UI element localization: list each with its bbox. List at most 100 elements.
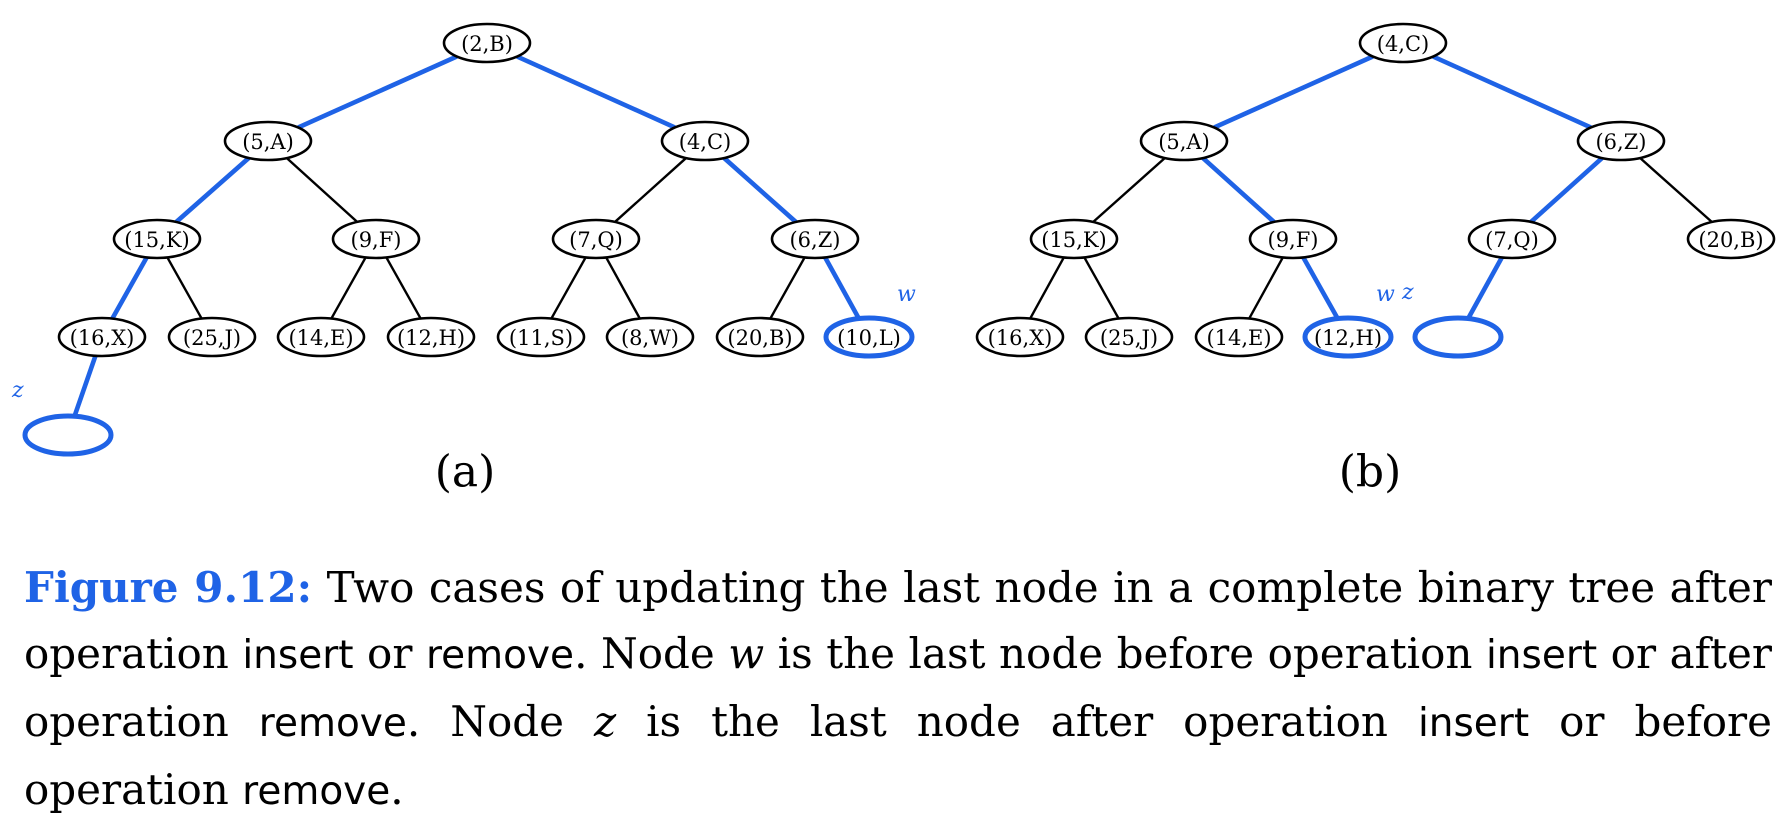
node-ellipse <box>442 22 532 64</box>
tree-node: (7,Q) <box>1467 218 1557 260</box>
node-ellipse <box>276 316 366 358</box>
node-ellipse <box>660 120 750 162</box>
node-label: (12,H) <box>397 326 465 350</box>
tree-node: (16,X) <box>57 316 147 358</box>
tree-node: z <box>11 378 114 457</box>
node-label: (6,Z) <box>1595 130 1646 154</box>
node-ellipse <box>1302 315 1394 359</box>
node-label: (4,C) <box>679 130 732 154</box>
figure-number: Figure 9.12: <box>24 563 313 612</box>
node-label: (4,C) <box>1377 32 1430 56</box>
edge-a3-a8 <box>166 256 203 320</box>
tree-node: (4,C) <box>660 120 750 162</box>
tree-node: (9,F) <box>331 218 421 260</box>
node-marker-w: w <box>1376 282 1395 307</box>
tree-node: (15,K) <box>1029 218 1119 260</box>
node-label: (20,B) <box>1698 228 1763 252</box>
tree-node: (10,L)w <box>823 282 916 359</box>
tree-node: (11,S) <box>496 316 586 358</box>
edge-a5-a12 <box>605 256 641 320</box>
tree-node: (7,Q) <box>551 218 641 260</box>
edge-a7-a15 <box>72 355 98 417</box>
edge-a0-a1 <box>297 54 458 130</box>
edge-b3-b7 <box>1029 256 1065 320</box>
edge-a4-a9 <box>330 256 367 320</box>
node-ellipse <box>112 218 202 260</box>
node-marker-z: z <box>1401 280 1414 305</box>
tree-node: (6,Z) <box>1576 120 1666 162</box>
edge-b1-b4 <box>1201 156 1276 224</box>
edge-b0-b2 <box>1432 54 1592 130</box>
tree-node: (14,E) <box>276 316 366 358</box>
tree-node: (14,E) <box>1194 316 1284 358</box>
node-label: (5,A) <box>242 130 294 154</box>
edge-b2-b6 <box>1639 157 1713 223</box>
edge-a0-a2 <box>516 54 676 130</box>
node-label: (2,B) <box>461 32 513 56</box>
node-ellipse <box>1139 120 1229 162</box>
node-ellipse <box>1029 218 1119 260</box>
node-label: (9,F) <box>1268 228 1319 252</box>
node-label: (7,Q) <box>1485 228 1539 252</box>
tree-node: (5,A) <box>223 120 313 162</box>
node-ellipse <box>167 316 257 358</box>
node-ellipse <box>57 316 147 358</box>
node-label: (12,H) <box>1314 326 1382 350</box>
node-ellipse <box>1576 120 1666 162</box>
node-ellipse <box>605 316 695 358</box>
tree-node: (9,F) <box>1248 218 1338 260</box>
edge-a4-a10 <box>385 256 422 320</box>
node-ellipse <box>386 316 476 358</box>
edge-a6-a13 <box>769 256 806 320</box>
node-ellipse <box>1084 316 1174 358</box>
node-ellipse <box>823 315 915 359</box>
node-label: (15,K) <box>1041 228 1106 252</box>
node-ellipse <box>1467 218 1557 260</box>
edge-a6-a14 <box>823 256 861 320</box>
tree-a: (2,B) (5,A) (4,C) (15,K) (9,F) (7,Q) (6,Z) (16,… <box>11 22 916 457</box>
node-label: (10,L) <box>837 326 901 350</box>
node-ellipse <box>331 218 421 260</box>
edge-b1-b3 <box>1092 157 1166 223</box>
edge-a2-a5 <box>614 157 687 223</box>
edge-b2-b5 <box>1529 156 1604 224</box>
caption-var-z: z <box>593 697 617 746</box>
tree-node: (16,X) <box>975 316 1065 358</box>
node-ellipse <box>496 316 586 358</box>
tree-node: (12,H) <box>386 316 476 358</box>
node-label: (16,X) <box>988 326 1053 350</box>
node-ellipse <box>715 316 805 358</box>
node-label: (9,F) <box>351 228 402 252</box>
node-label: (5,A) <box>1158 130 1210 154</box>
node-label: (7,Q) <box>569 228 623 252</box>
edge-a5-a11 <box>550 256 587 320</box>
edge-b5-b11 <box>1466 256 1504 320</box>
node-ellipse <box>551 218 641 260</box>
tree-node: (20,B) <box>1686 218 1776 260</box>
node-ellipse <box>770 218 860 260</box>
edge-a1-a3 <box>174 156 251 224</box>
tree-node: (12,H) w <box>1302 282 1395 359</box>
edge-a2-a6 <box>722 156 798 224</box>
tree-node: (2,B) <box>442 22 532 64</box>
node-ellipse <box>22 413 114 457</box>
tree-node: (4,C) <box>1358 22 1448 64</box>
node-ellipse <box>1248 218 1338 260</box>
tree-b: (4,C) (5,A) (6,Z) (15,K) (9,F) (7,Q) (20,B) (16… <box>975 22 1776 359</box>
edge-b4-b10 <box>1301 256 1340 320</box>
edge-b0-b1 <box>1213 54 1374 130</box>
edge-a1-a4 <box>286 157 358 223</box>
tree-node: (8,W) <box>605 316 695 358</box>
node-label: (6,Z) <box>789 228 840 252</box>
tree-node: (25,J) <box>167 316 257 358</box>
node-label: (14,E) <box>1206 326 1271 350</box>
node-label: (15,K) <box>124 228 189 252</box>
node-label: (8,W) <box>621 326 679 350</box>
node-ellipse <box>1686 218 1776 260</box>
node-label: (25,J) <box>183 326 241 350</box>
tree-node: (5,A) <box>1139 120 1229 162</box>
edge-b3-b8 <box>1083 256 1120 320</box>
node-label: (11,S) <box>509 326 573 350</box>
tree-figure: (2,B) (5,A) (4,C) (15,K) (9,F) (7,Q) (6,Z) (16,… <box>11 22 1776 498</box>
node-label: (14,E) <box>288 326 353 350</box>
